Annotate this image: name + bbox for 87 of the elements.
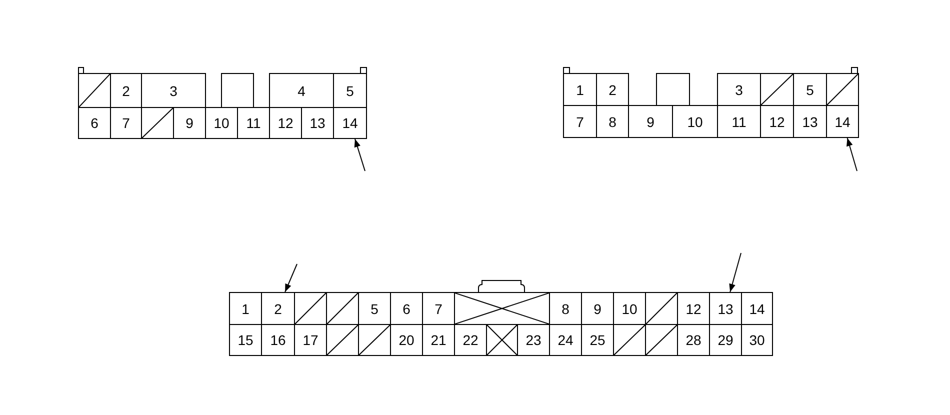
- pointer-arrow: [846, 138, 858, 172]
- pin-number: 7: [122, 115, 130, 131]
- pin-number: 13: [310, 115, 326, 131]
- pin-cavity: [741, 324, 773, 356]
- pin-number: 3: [735, 82, 743, 98]
- pin-number: 13: [802, 114, 818, 130]
- pin-cavity: [826, 105, 859, 138]
- empty-cavity: [326, 324, 359, 356]
- pointer-arrow: [284, 264, 298, 292]
- empty-cavity: [613, 324, 646, 356]
- pin-number: 10: [622, 300, 638, 316]
- pin-cavity: [205, 107, 238, 139]
- pin-number: 12: [769, 114, 785, 130]
- pin-number: 7: [434, 300, 442, 316]
- pin-number: 12: [686, 300, 702, 316]
- pin-number: 5: [806, 82, 814, 98]
- pin-number: 20: [398, 332, 414, 348]
- pin-cavity: [628, 105, 673, 138]
- connector-housing: [229, 280, 773, 356]
- empty-cavity: [826, 73, 859, 106]
- pin-number: 4: [298, 82, 306, 98]
- pin-number: 29: [718, 332, 734, 348]
- pin-number: 9: [646, 114, 654, 130]
- empty-cavity: [645, 292, 678, 325]
- empty-cavity: [326, 292, 359, 325]
- pin-number: 8: [562, 300, 570, 316]
- pointer-arrow: [729, 252, 742, 292]
- pin-number: 8: [608, 114, 616, 130]
- pin-number: 14: [342, 115, 358, 131]
- pin-number: 2: [274, 300, 282, 316]
- pin-cavity: [269, 73, 334, 108]
- pin-cavity: [717, 73, 761, 106]
- empty-cavity: [656, 73, 690, 106]
- empty-cavity: [221, 73, 254, 108]
- pin-number: 21: [430, 332, 446, 348]
- empty-cavity: [294, 292, 327, 325]
- empty-cavity: [358, 324, 391, 356]
- pin-cavity: [237, 107, 270, 139]
- pin-cavity: [78, 107, 111, 139]
- pin-number: 2: [122, 82, 130, 98]
- pin-number: 1: [576, 82, 584, 98]
- pin-number: 10: [214, 115, 230, 131]
- pin-cavity: [333, 107, 367, 139]
- empty-cavity: [760, 73, 794, 106]
- pin-number: 23: [526, 332, 542, 348]
- pin-cavity: [141, 73, 206, 108]
- pin-number: 1: [242, 300, 250, 316]
- pin-cavity: [672, 105, 718, 138]
- pin-number: 12: [278, 115, 294, 131]
- pin-number: 22: [462, 332, 478, 348]
- pin-number: 5: [346, 82, 354, 98]
- pin-number: 11: [246, 115, 261, 131]
- pin-number: 6: [90, 115, 98, 131]
- pin-number: 13: [718, 300, 734, 316]
- pin-number: 16: [270, 332, 286, 348]
- empty-cavity: [645, 324, 678, 356]
- pin-number: 9: [186, 115, 194, 131]
- pin-number: 25: [590, 332, 606, 348]
- pin-number: 11: [732, 114, 746, 130]
- pin-number: 6: [402, 300, 410, 316]
- empty-cavity: [141, 107, 174, 139]
- pin-cavity: [563, 73, 597, 106]
- pin-number: 14: [749, 300, 765, 316]
- pin-number: 17: [302, 332, 318, 348]
- pin-number: 9: [594, 300, 602, 316]
- pin-number: 7: [576, 114, 584, 130]
- pin-number: 15: [238, 332, 254, 348]
- pin-number: 24: [558, 332, 574, 348]
- pin-number: 10: [687, 114, 703, 130]
- pointer-arrow: [354, 138, 366, 172]
- pin-number: 3: [170, 82, 178, 98]
- pin-cavity: [229, 292, 262, 325]
- pin-number: 5: [370, 300, 378, 316]
- empty-cavity: [78, 73, 111, 108]
- pin-number: 30: [749, 332, 765, 348]
- blocked-cavity: [454, 292, 550, 325]
- pin-cavity: [563, 105, 597, 138]
- connector-housing: [78, 67, 367, 139]
- pin-cavity: [229, 324, 262, 356]
- pin-cavity: [741, 292, 773, 325]
- pin-cavity: [333, 73, 367, 108]
- connector-housing: [563, 67, 859, 138]
- pin-cavity: [596, 73, 629, 106]
- pin-number: 28: [686, 332, 702, 348]
- pin-number: 2: [608, 82, 616, 98]
- pin-number: 14: [834, 114, 850, 130]
- blocked-cavity: [486, 324, 518, 356]
